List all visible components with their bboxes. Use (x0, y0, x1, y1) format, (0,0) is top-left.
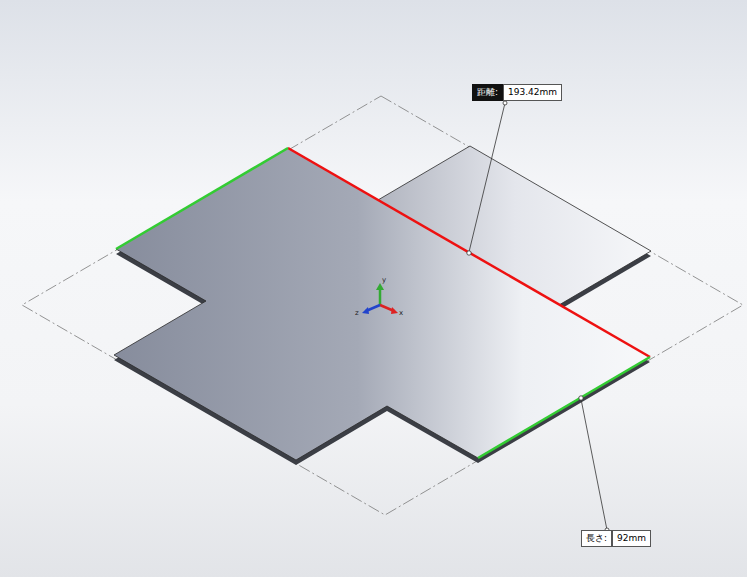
dimension-caption: 距離: (472, 84, 503, 101)
leader-point (579, 396, 583, 400)
dimension-value: 92mm (612, 530, 651, 547)
axis-y (379, 288, 382, 305)
axis-label: x (399, 309, 403, 317)
axis-x (391, 307, 398, 314)
leader-line (581, 399, 607, 530)
axis-z (362, 307, 369, 314)
axis-label: y (382, 276, 386, 284)
axis-y (376, 283, 384, 290)
leader-point (467, 251, 471, 255)
dimension-caption: 長さ: (581, 530, 612, 547)
selected-edge (478, 357, 650, 458)
leader-line (469, 103, 505, 252)
plate-face (114, 148, 650, 460)
axis-label: z (355, 309, 359, 317)
dimension-value: 193.42mm (503, 84, 562, 101)
selected-edge (288, 148, 650, 357)
selected-edge (116, 148, 288, 249)
leader-point (503, 101, 507, 105)
sketch-outline (22, 96, 743, 515)
